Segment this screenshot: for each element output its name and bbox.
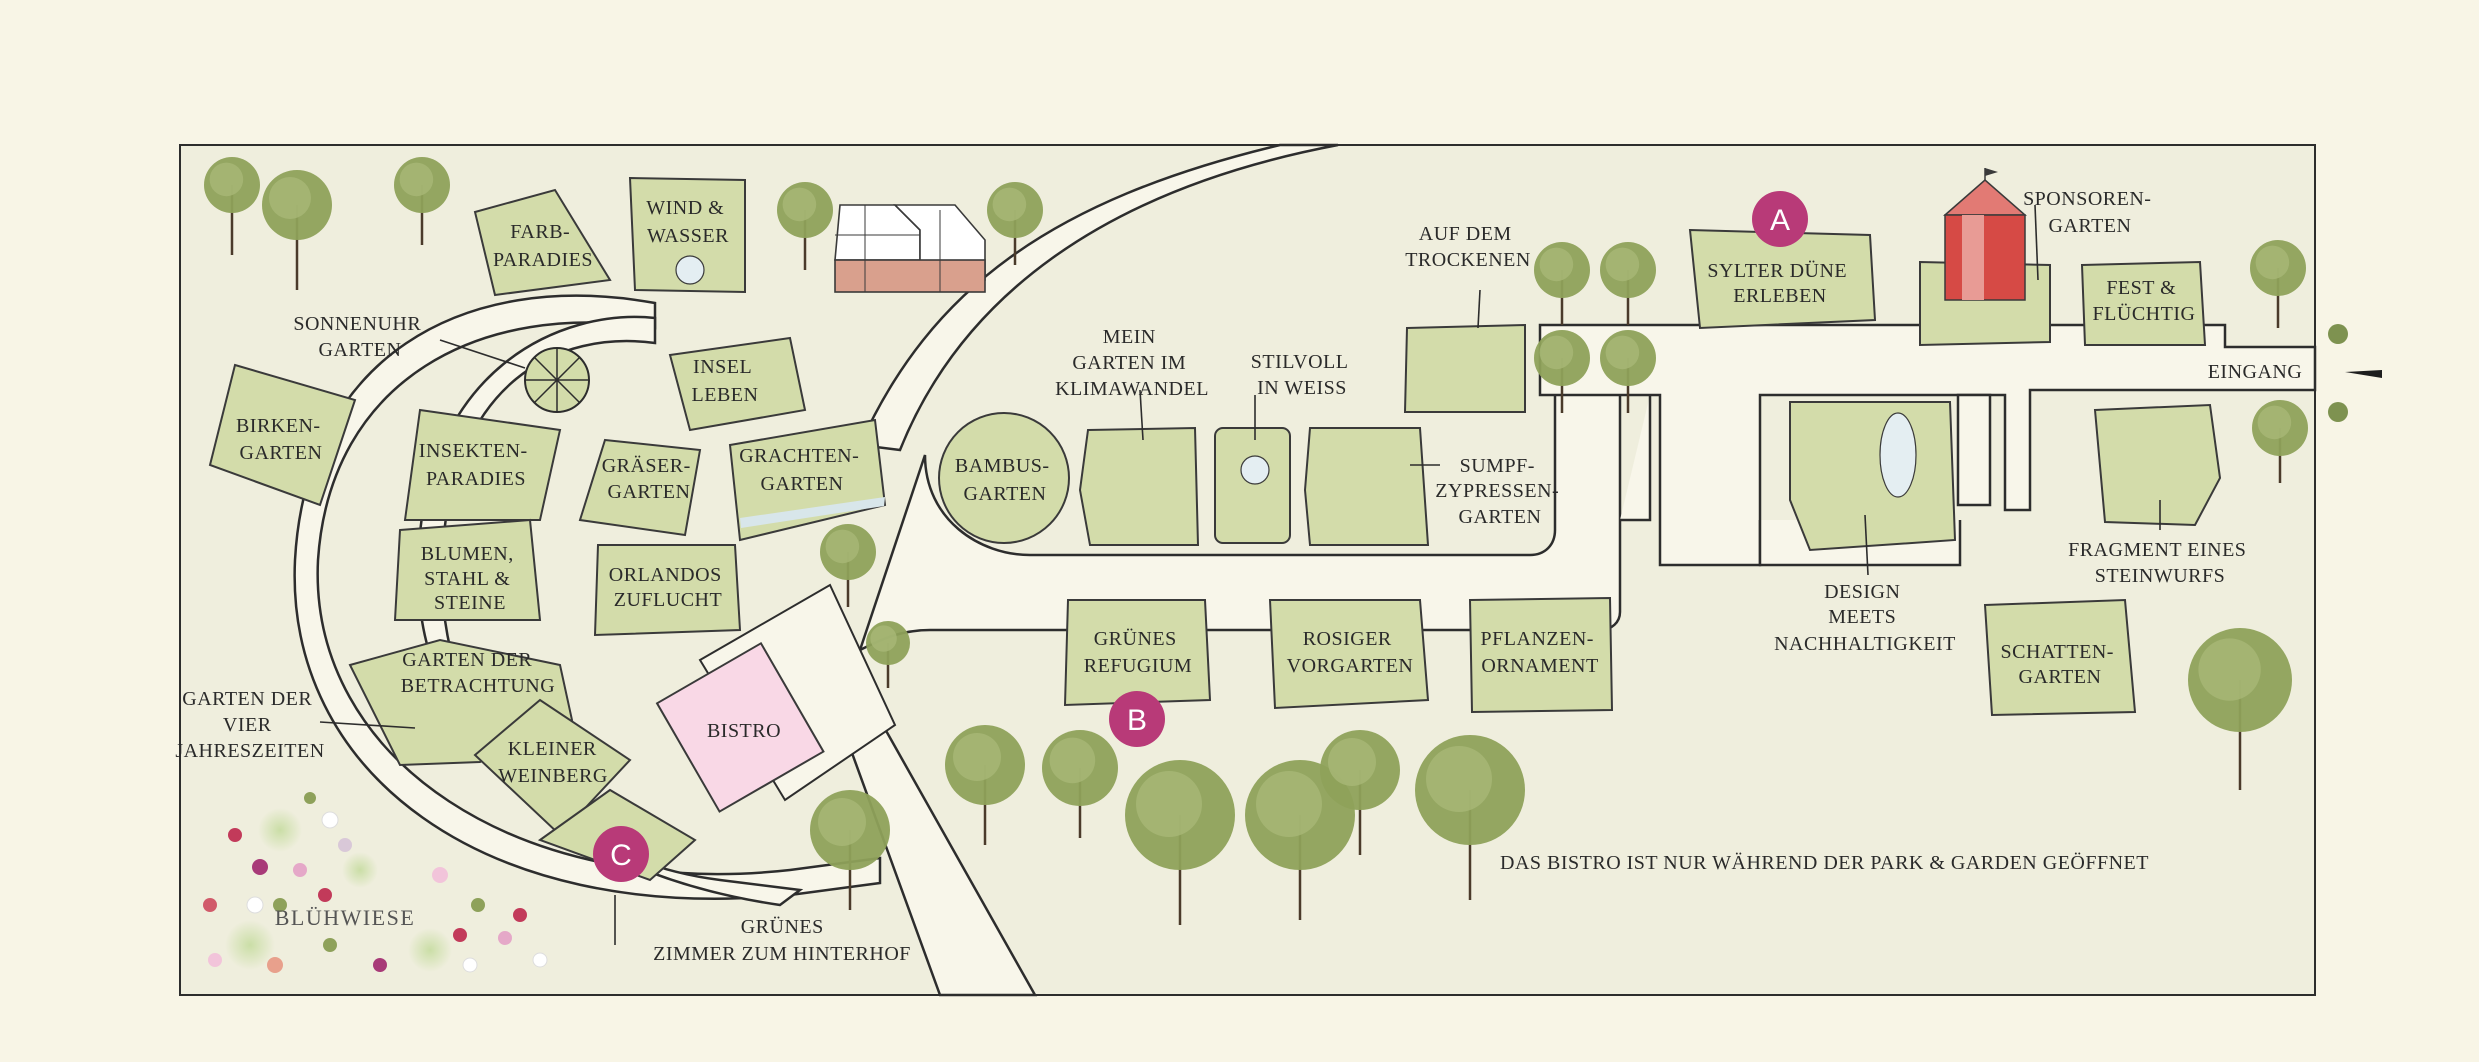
garden-fragment[interactable] [2093,403,2222,527]
label-betrachtung: GARTEN DER BETRACHTUNG [401,649,555,697]
bistro-building[interactable] [655,641,825,813]
tree-icon [866,621,910,688]
garden-birken[interactable] [208,363,357,507]
tree-icon [1534,330,1590,413]
garden-fest[interactable] [2080,260,2207,346]
label-eingang: EINGANG [2208,361,2303,383]
shrub-icon [2328,402,2348,422]
trees [204,157,2348,925]
greenhouse-icon [834,204,986,293]
tree-icon [2188,628,2292,790]
label-bambus: BAMBUS- GARTEN [955,455,1055,505]
tree-icon [1042,730,1118,838]
label-fragment: FRAGMENT EINES STEINWURFS [2068,539,2252,587]
tree-icon [1600,330,1656,413]
label-pflanzen: PFLANZEN- ORNAMENT [1481,628,1600,677]
label-blumen: BLUMEN, STAHL & STEINE [421,543,519,614]
tree-icon [777,182,833,270]
bistro-label: BISTRO [707,720,781,742]
marker-a-letter: A [1770,204,1790,237]
label-vier-jahreszeiten: GARTEN DER VIER JAHRESZEITEN [175,688,324,762]
tree-icon [945,725,1025,845]
marker-c[interactable]: C [593,826,649,882]
garden-bambus[interactable] [938,412,1070,544]
garden-design[interactable] [1789,401,1957,552]
tree-icon [2252,400,2308,483]
marker-c-letter: C [610,839,632,872]
label-klimawandel: MEIN GARTEN IM KLIMAWANDEL [1055,326,1209,400]
label-sylter: SYLTER DÜNE ERLEBEN [1707,259,1852,307]
garden-weinberg[interactable] [473,698,632,837]
tent-icon [1943,168,2027,301]
tree-icon [394,157,450,245]
label-refugium: GRÜNES REFUGIUM [1084,627,1192,677]
garden-schatten[interactable] [1983,598,2137,717]
tree-icon [810,790,890,910]
garden-pflanzen[interactable] [1468,596,1614,714]
garden-farb-paradies[interactable] [473,188,612,297]
garden-blumen[interactable] [393,518,542,621]
marker-b[interactable]: B [1109,691,1165,747]
garden-insekten[interactable] [403,408,562,521]
label-sumpf: SUMPF- ZYPRESSEN- GARTEN [1435,455,1564,528]
label-grachten: GRACHTEN- GARTEN [739,445,865,495]
label-sponsoren: SPONSOREN- GARTEN [2023,188,2157,237]
tree-icon [1125,760,1235,925]
label-trockenen: AUF DEM TROCKENEN [1405,223,1531,271]
sundial-icon[interactable] [524,347,590,413]
label-rosiger: ROSIGER VORGARTEN [1287,628,1414,677]
garden-stilvoll[interactable] [1214,427,1291,544]
label-sonnenuhr: SONNENUHR GARTEN [293,313,426,361]
garden-wind-wasser[interactable] [628,176,746,294]
label-schatten: SCHATTEN- GARTEN [2001,641,2120,688]
tree-icon [1534,242,1590,325]
flower-meadow [203,792,548,973]
marker-b-letter: B [1127,704,1147,737]
garden-refugium[interactable] [1063,599,1212,707]
leader-lines [319,204,2161,945]
garden-rosiger[interactable] [1268,599,1430,710]
label-graeser: GRÄSER- GARTEN [602,454,697,503]
garden-trockenen[interactable] [1403,323,1526,413]
tree-icon [987,182,1043,265]
garden-klimawandel[interactable] [1078,426,1200,546]
label-fest: FEST & FLÜCHTIG [2093,277,2196,325]
label-birken: BIRKEN- GARTEN [236,415,326,464]
garden-sylter[interactable] [1688,228,1877,330]
label-farb-paradies: FARB- PARADIES [493,221,593,271]
shrub-icon [2328,324,2348,344]
tree-icon [1415,735,1525,900]
label-insekten: INSEKTEN- PARADIES [419,440,533,490]
label-design: DESIGN MEETS NACHHALTIGKEIT [1774,581,1956,655]
label-bistro-note: DAS BISTRO IST NUR WÄHREND DER PARK & GA… [1500,851,2149,874]
garden-orlandos[interactable] [593,544,742,637]
garden-graeser[interactable] [578,438,702,537]
entrance-arrow-icon [2345,370,2382,378]
garden-sumpf[interactable] [1303,427,1430,546]
label-gruenes-zimmer: GRÜNES ZIMMER ZUM HINTERHOF [653,915,911,965]
gardens [208,176,2222,882]
tree-icon [204,157,260,255]
label-weinberg: KLEINER WEINBERG [498,738,608,787]
label-wind-wasser: WIND & WASSER [646,197,729,247]
tree-icon [2250,240,2306,328]
garden-insel[interactable] [668,336,807,432]
tree-icon [262,170,332,290]
tree-icon [1600,242,1656,325]
label-insel: INSEL LEBEN [692,356,759,406]
label-orlandos: ORLANDOS ZUFLUCHT [609,564,727,611]
marker-a[interactable]: A [1752,191,1808,247]
tree-icon [820,524,876,607]
label-stilvoll: STILVOLL IN WEISS [1251,351,1353,399]
tree-icon [1320,730,1400,855]
label-bluehwiese: BLÜHWIESE [275,905,416,930]
labels: FARB- PARADIES WIND & WASSER SONNENUHR G… [175,188,2303,965]
